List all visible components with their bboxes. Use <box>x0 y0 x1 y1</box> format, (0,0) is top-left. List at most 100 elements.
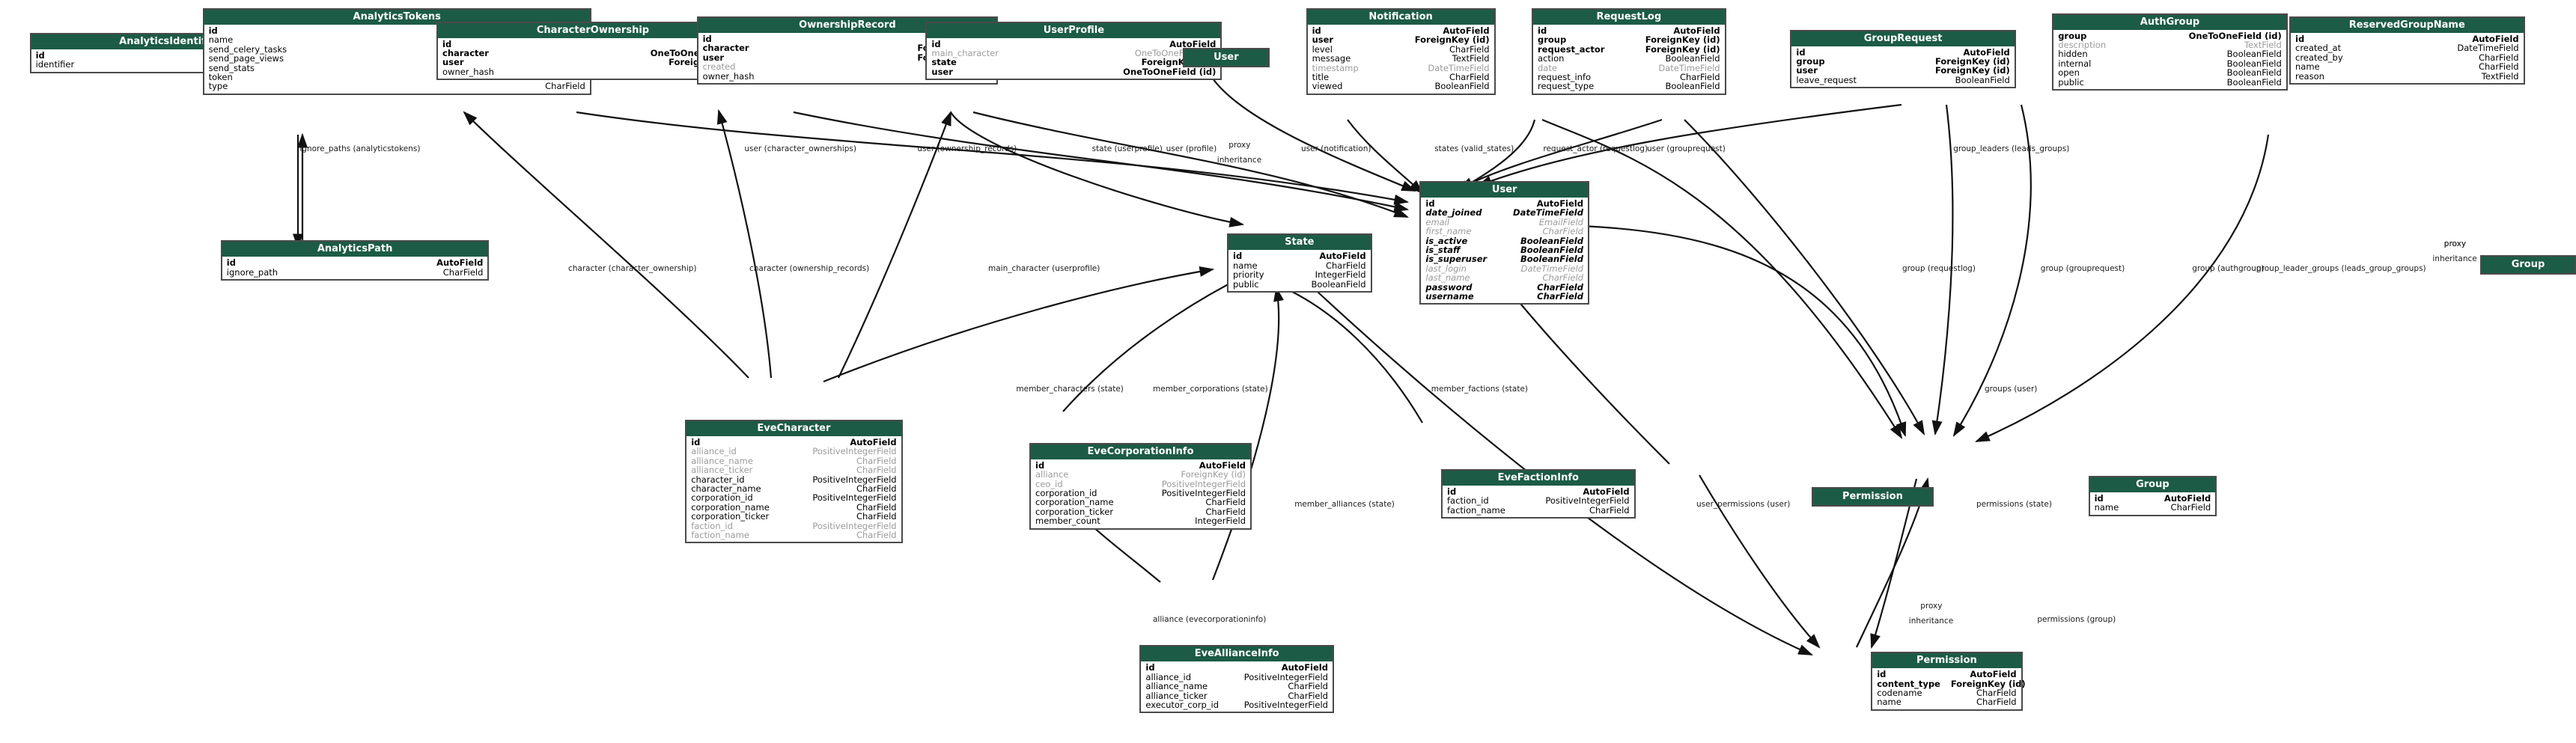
field-type: CharField <box>856 455 897 466</box>
entity-group_small[interactable]: Group <box>2480 255 2576 275</box>
field-name: id <box>442 38 452 49</box>
field-name: timestamp <box>1312 62 1359 73</box>
field-type: AutoField <box>436 257 484 269</box>
field-type: AutoField <box>850 437 897 447</box>
field-name: password <box>1425 281 1473 293</box>
field-type: CharField <box>856 465 897 476</box>
edge-label-l25: groups (user) <box>1985 384 2038 394</box>
field-type: TextField <box>2481 70 2519 82</box>
edge-label-l11: user (grouprequest) <box>1647 144 1726 153</box>
edge-label-l19: group_leader_groups (leads_group_groups) <box>2256 264 2426 274</box>
field-name: id <box>1035 459 1045 471</box>
field-type: IntegerField <box>1195 516 1246 527</box>
field-row: alliance_name CharField <box>691 456 896 465</box>
field-name: reason <box>2295 70 2324 82</box>
field-type: CharField <box>1288 681 1328 692</box>
entity-user_small[interactable]: User <box>1182 47 1270 67</box>
field-name: character_id <box>691 474 745 485</box>
field-name: faction_name <box>691 530 749 541</box>
field-type: CharField <box>856 501 897 513</box>
edge-label-l3: user (ownership_records) <box>917 144 1017 153</box>
field-name: corporation_name <box>1035 497 1114 508</box>
field-name: internal <box>2058 58 2092 69</box>
field-name: group <box>1538 34 1567 46</box>
entity-title: Group <box>2482 257 2575 273</box>
edge-label-l10: request_actor (requestlog) <box>1543 144 1648 153</box>
field-name: request_info <box>1538 72 1592 83</box>
edge-label-l7: proxy <box>1228 141 1251 150</box>
field-name: last_name <box>1425 272 1470 284</box>
edge-label-l23: member_corporations (state) <box>1153 384 1268 394</box>
field-type: PositiveIntegerField <box>1161 488 1246 499</box>
field-name: state <box>931 57 957 68</box>
field-name: id <box>1425 198 1435 209</box>
field-name: ceo_id <box>1035 478 1063 489</box>
field-type: TextField <box>2244 40 2282 50</box>
field-name: executor_corp_id <box>1145 700 1220 711</box>
edge-label-l8: inheritance <box>1217 156 1262 165</box>
field-type: CharField <box>1205 497 1246 508</box>
entity-title: User <box>1421 183 1588 198</box>
field-name: created <box>702 61 736 73</box>
edge-label-l4: state (userprofile) <box>1091 144 1163 153</box>
field-type: AutoField <box>2164 492 2211 504</box>
field-name: send_page_views <box>208 53 284 64</box>
field-type: DateTimeField <box>1513 207 1583 218</box>
edge-label-l28: permissions (state) <box>1976 499 2052 509</box>
field-type: PositiveIntegerField <box>812 474 897 485</box>
field-name: public <box>2058 76 2084 88</box>
edge-label-l29: alliance (evecorporationinfo) <box>1153 614 1267 624</box>
entity-title: Group <box>2089 477 2216 492</box>
entity-title: Permission <box>1813 489 1932 506</box>
field-name: alliance_name <box>691 455 753 466</box>
field-name: title <box>1312 72 1330 83</box>
field-name: id <box>702 34 712 44</box>
field-type: BooleanField <box>2226 67 2282 79</box>
field-name: type <box>208 81 228 92</box>
field-row: character_id PositiveIntegerField <box>691 474 897 485</box>
field-name: user <box>702 52 725 63</box>
field-name: first_name <box>1425 226 1472 237</box>
edge-label-l12: group_leaders (leads_groups) <box>1953 144 2070 153</box>
field-name: level <box>1312 43 1333 55</box>
entity-permission_small[interactable]: Permission <box>1812 487 1934 507</box>
field-type: OneToOneField (id) <box>2188 30 2282 41</box>
field-name: corporation_name <box>691 501 770 513</box>
